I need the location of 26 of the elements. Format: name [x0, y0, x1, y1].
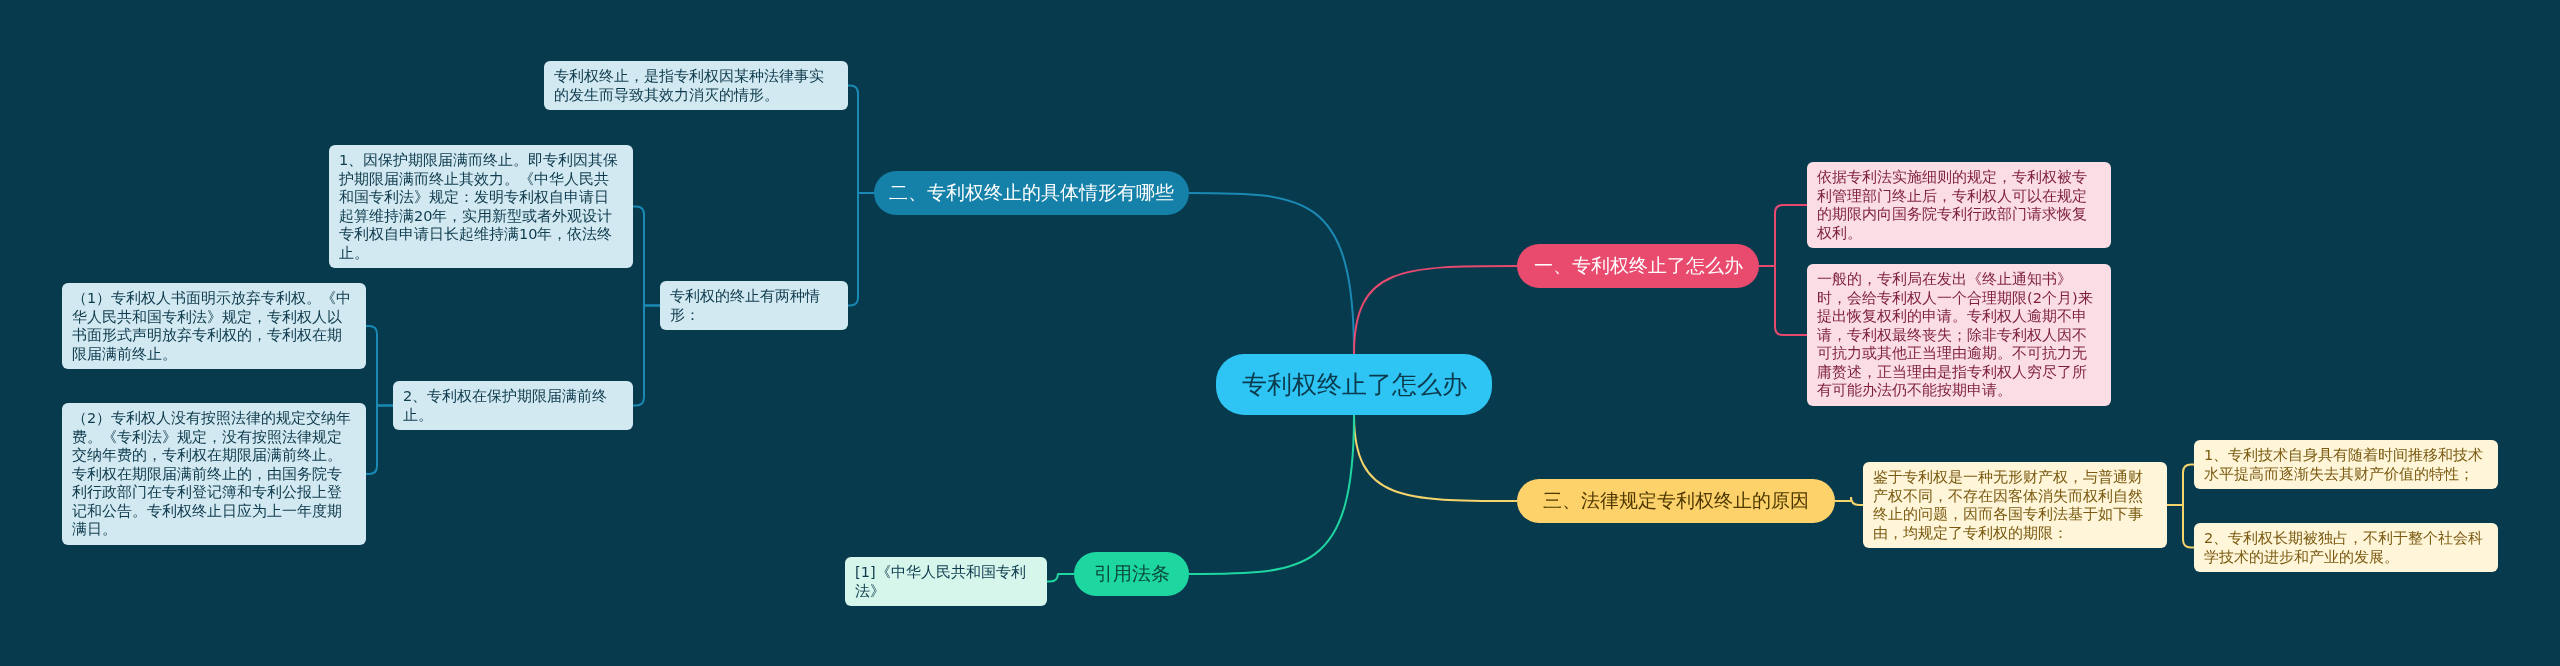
note-box: 依据专利法实施细则的规定，专利权被专利管理部门终止后，专利权人可以在规定的期限内向国务院专利行政部门请求恢复权利。 — [1807, 162, 2111, 248]
branch-topic: 三、法律规定专利权终止的原因 — [1517, 479, 1835, 523]
note-box: 一般的，专利局在发出《终止通知书》时，会给专利权人一个合理期限(2个月)来提出恢复权利的申请。专利权人逾期不申请，专利权最终丧失；除非专利权人因不可抗力或其他正当理由逾期。不可抗力无庸赘述，正当理由是指专利权人穷尽了所有可能办法仍不能按期申请。 — [1807, 264, 2111, 406]
note-box: （1）专利权人书面明示放弃专利权。《中华人民共和国专利法》规定，专利权人以书面形式声明放弃专利权的，专利权在期限届满前终止。 — [62, 283, 366, 369]
citation-box: [1]《中华人民共和国专利法》 — [845, 557, 1047, 606]
branch-topic: 二、专利权终止的具体情形有哪些 — [874, 171, 1189, 215]
connector — [1353, 265, 1518, 355]
connector — [847, 192, 875, 307]
note-box: 2、专利权在保护期限届满前终止。 — [393, 381, 633, 430]
connector — [1046, 572, 1075, 583]
connector — [1834, 496, 1864, 506]
branch-topic: 一、专利权终止了怎么办 — [1517, 244, 1759, 288]
connector — [365, 404, 394, 475]
note-box: 专利权终止，是指专利权因某种法律事实的发生而导致其效力消灭的情形。 — [544, 61, 848, 110]
connector — [1188, 414, 1355, 575]
branch-topic: 引用法条 — [1074, 552, 1189, 596]
note-box: 1、因保护期限届满而终止。即专利因其保护期限届满而终止其效力。《中华人民共和国专利法》规定：发明专利权自申请日起算维持满20年，实用新型或者外观设计专利权自申请日长起维持满10年，依法终止。 — [329, 145, 633, 268]
note-box: 1、专利技术自身具有随着时间推移和技术水平提高而逐渐失去其财产价值的特性； — [2194, 440, 2498, 489]
central-topic: 专利权终止了怎么办 — [1216, 354, 1492, 415]
connector — [2166, 504, 2195, 549]
note-box: （2）专利权人没有按照法律的规定交纳年费。《专利法》规定，没有按照法律规定交纳年费的，专利权在期限届满前终止。专利权在期限届满前终止的，由国务院专利行政部门在专利登记簿和专利公报上登记和公告。专利权终止日应为上一年度期满日。 — [62, 403, 366, 545]
note-box: 鉴于专利权是一种无形财产权，与普通财产权不同，不存在因客体消失而权利自然终止的问题，因而各国专利法基于如下事由，均规定了专利权的期限： — [1863, 462, 2167, 548]
note-box: 2、专利权长期被独占，不利于整个社会科学技术的进步和产业的发展。 — [2194, 523, 2498, 572]
note-box: 专利权的终止有两种情形： — [660, 281, 848, 330]
connector — [1758, 265, 1808, 336]
connector — [632, 304, 661, 407]
